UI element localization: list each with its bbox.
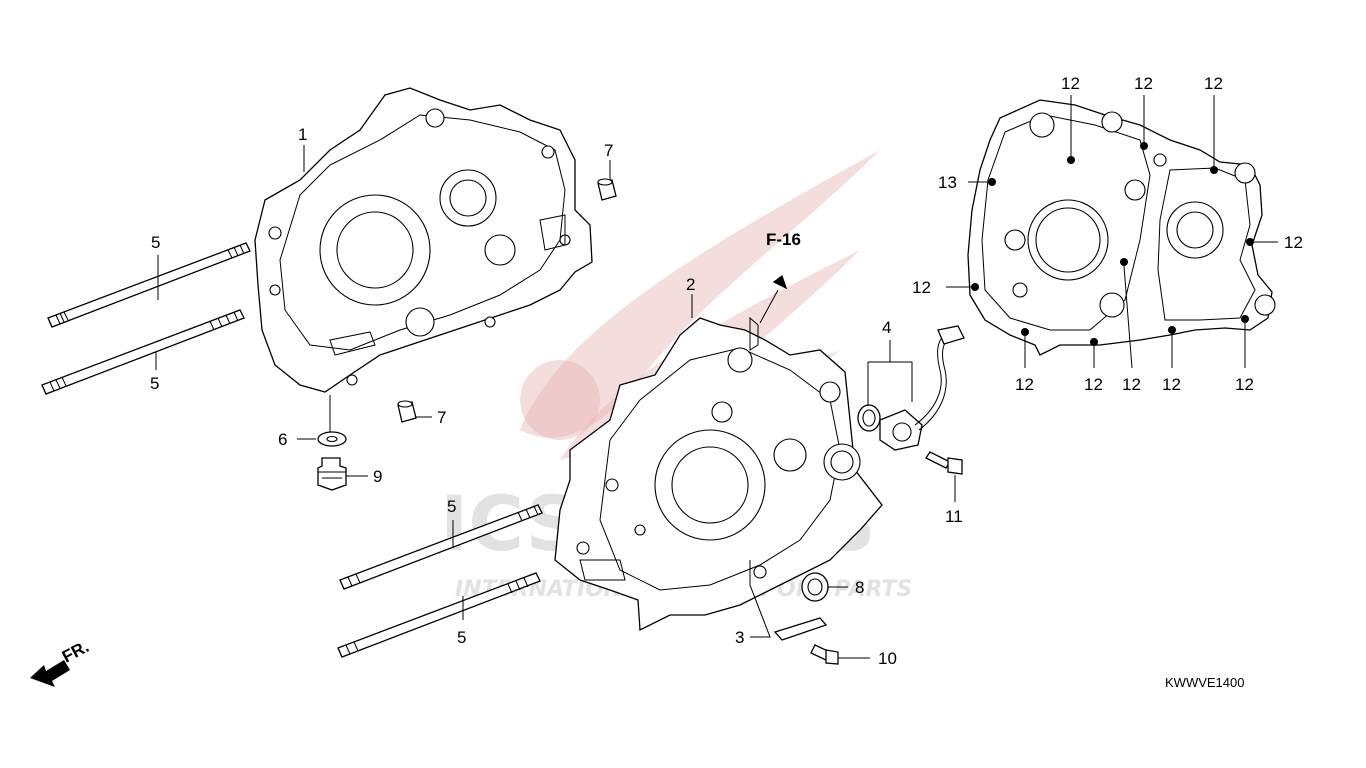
callout-4: 4 xyxy=(882,318,891,337)
left-crankcase xyxy=(254,87,593,393)
callout-5: 5 xyxy=(447,497,456,516)
bolt-hole-dot xyxy=(1120,258,1128,266)
callout-3: 3 xyxy=(735,628,744,647)
bolt-hole-dot xyxy=(1210,166,1218,174)
setting-plate xyxy=(773,617,828,641)
callout-6: 6 xyxy=(278,430,287,449)
washer xyxy=(317,431,347,447)
bolt-hole-dot xyxy=(1246,238,1254,246)
callout-5: 5 xyxy=(457,628,466,647)
bolt-hole-dot xyxy=(971,283,979,291)
right-crankcase xyxy=(554,316,883,632)
bolt-hole-dot xyxy=(1021,328,1029,336)
crankcase-gasket xyxy=(967,99,1276,356)
bolt-hole-dot xyxy=(1090,338,1098,346)
callout-11: 11 xyxy=(945,507,963,526)
gasket-bolt-holes xyxy=(971,142,1254,346)
front-direction-icon xyxy=(30,660,70,687)
drain-bolt xyxy=(317,457,347,491)
bolt-hole-dot xyxy=(1241,315,1249,323)
callout-2: 2 xyxy=(686,275,695,294)
callout-10: 10 xyxy=(878,649,897,668)
callout-12: 12 xyxy=(1015,375,1034,394)
stud-bolt xyxy=(339,504,543,590)
neutral-switch-assembly xyxy=(857,325,965,451)
stud-bolt xyxy=(47,242,251,328)
oil-seal xyxy=(801,572,829,602)
callout-12: 12 xyxy=(1061,74,1080,93)
stud-bolts xyxy=(41,242,543,658)
callout-8: 8 xyxy=(855,578,864,597)
callout-12: 12 xyxy=(1204,74,1223,93)
flange-bolt xyxy=(810,644,839,665)
flange-bolt-sensor xyxy=(925,451,963,475)
stud-bolt xyxy=(337,572,541,658)
callout-12: 12 xyxy=(1134,74,1153,93)
callout-9: 9 xyxy=(373,467,382,486)
diagram-ref-code: KWWVE1400 xyxy=(1165,675,1244,690)
callout-12: 12 xyxy=(1162,375,1181,394)
bolt-hole-dot xyxy=(1168,326,1176,334)
callout-12: 12 xyxy=(1284,233,1303,252)
stud-bolt xyxy=(41,309,245,395)
callout-7: 7 xyxy=(437,408,446,427)
callout-12: 12 xyxy=(1084,375,1103,394)
callout-7: 7 xyxy=(604,141,613,160)
callout-12: 12 xyxy=(1235,375,1254,394)
callout-12: 12 xyxy=(912,278,931,297)
leader-lines xyxy=(155,95,1278,659)
callout-labels: 1 5 5 7 7 6 9 2 F-16 4 5 5 3 8 10 11 12 … xyxy=(59,74,1303,690)
dowel-pin xyxy=(397,400,417,423)
callout-1: 1 xyxy=(298,125,307,144)
callout-5: 5 xyxy=(151,233,160,252)
callout-5: 5 xyxy=(150,374,159,393)
dowel-pin xyxy=(597,178,617,201)
bolt-hole-dot xyxy=(1067,156,1075,164)
section-ref-label: F-16 xyxy=(766,230,801,249)
bolt-hole-dot xyxy=(988,178,996,186)
section-arrow xyxy=(772,274,788,290)
callout-12: 12 xyxy=(1122,375,1141,394)
bolt-hole-dot xyxy=(1140,142,1148,150)
callout-13: 13 xyxy=(938,173,957,192)
